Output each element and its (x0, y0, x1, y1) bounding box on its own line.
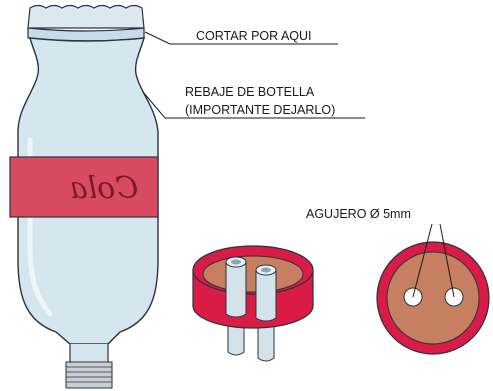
cap-assembly-3d (192, 245, 314, 362)
label-hole: AGUJERO Ø 5mm (306, 207, 411, 221)
bottle-label-band (9, 156, 159, 218)
bottle: Cola (9, 4, 159, 389)
leader-line-hole-right (439, 223, 455, 298)
cap-top-view (376, 241, 490, 355)
label-recess-line2: (IMPORTANTE DEJARLO) (185, 103, 335, 117)
leader-line-hole-left (412, 223, 433, 298)
tube-right-bottom (257, 318, 275, 362)
leader-line-recess (142, 91, 365, 119)
callout-cut-here: CORTAR POR AQUI (144, 29, 338, 45)
bottle-cut-top (27, 4, 145, 29)
bottle-highlight (27, 137, 53, 317)
cap-inner-cavity (202, 255, 304, 293)
tube-left (225, 261, 247, 318)
tube-right-bore (261, 267, 271, 273)
callout-hole: AGUJERO Ø 5mm (306, 207, 455, 298)
cap-inner-disc (386, 251, 480, 345)
tube-right (255, 269, 277, 322)
bottle-threads (65, 361, 113, 389)
leader-line-cut (144, 31, 338, 45)
bottle-logo-text: Cola (70, 171, 139, 206)
label-recess-line1: REBAJE DE BOTELLA (185, 85, 315, 99)
tube-left-bore (231, 259, 241, 265)
label-cut-here: CORTAR POR AQUI (196, 29, 312, 43)
callout-bottle-recess: REBAJE DE BOTELLA (IMPORTANTE DEJARLO) (142, 85, 365, 119)
